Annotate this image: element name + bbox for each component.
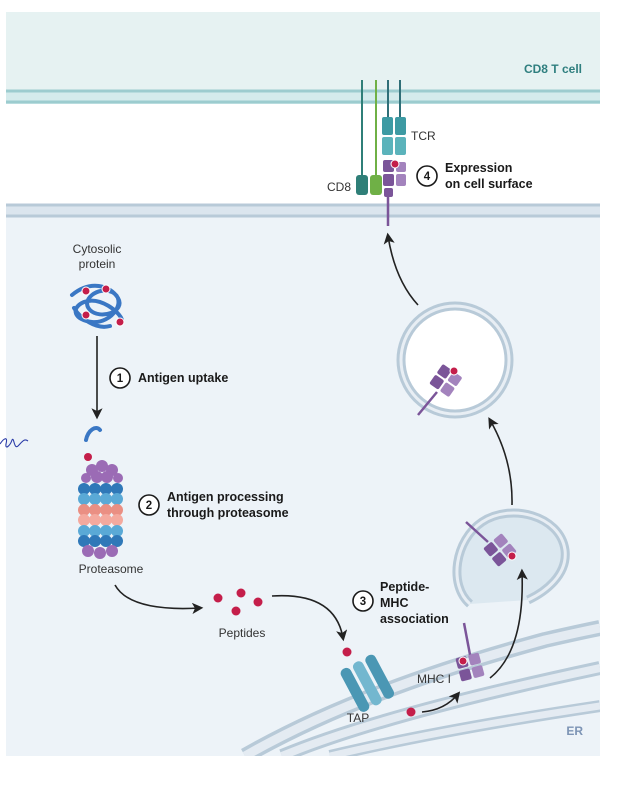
peptide-in-er <box>406 707 416 717</box>
bud-to-transport-arrow <box>488 417 513 506</box>
step-3-label-2: MHC <box>380 596 408 610</box>
t-cell-label: CD8 T cell <box>524 62 582 76</box>
er-label: ER <box>566 724 583 738</box>
t-cell-membrane <box>6 89 600 104</box>
proteasome <box>78 426 123 559</box>
step-4-label: Expression <box>445 161 512 175</box>
proteasome-label: Proteasome <box>79 562 144 576</box>
proteasome-to-peptides-arrow <box>114 584 204 615</box>
protein-peptide-markers <box>81 284 125 327</box>
t-cell-region <box>6 12 600 90</box>
step-1-badge: 1 <box>109 367 131 389</box>
tap-transporter <box>340 654 395 712</box>
step-3-label-3: association <box>380 612 449 626</box>
peptides-label: Peptides <box>219 626 266 640</box>
mhc-i-in-budding-vesicle <box>465 521 517 567</box>
step-2-number: 2 <box>146 500 152 512</box>
tap-label: TAP <box>347 711 369 725</box>
step-1-number: 1 <box>117 373 124 385</box>
cd8-green-domain <box>370 175 382 195</box>
cell-membrane <box>6 203 600 218</box>
cd8-label: CD8 <box>327 180 351 194</box>
handwritten-scribble <box>0 438 29 448</box>
mhc-i-in-er <box>455 622 485 682</box>
step-2-label-2: through proteasome <box>167 506 289 520</box>
cytosolic-protein-label-2: protein <box>79 257 116 271</box>
cytosolic-protein <box>70 283 124 329</box>
cytosolic-protein-label: Cytosolic <box>73 242 122 256</box>
vesicle-to-surface-arrow <box>383 232 419 306</box>
tcr-cd8-mhc-complex <box>356 80 406 226</box>
tcr-alpha-chain <box>382 117 393 135</box>
tcr-beta-chain <box>395 117 406 135</box>
step-3-badge: 3 <box>352 590 374 612</box>
step-3-label: Peptide- <box>380 580 429 594</box>
peptides <box>213 588 263 616</box>
mhc-i-label: MHC I <box>417 672 451 686</box>
step-2-badge: 2 <box>138 494 160 516</box>
step-3-number: 3 <box>360 596 366 608</box>
mhc-i-in-transport-vesicle <box>417 364 462 416</box>
step-4-number: 4 <box>424 171 431 183</box>
er-to-vesicle-arrow <box>489 568 528 679</box>
peptides-to-tap-arrow <box>271 594 348 642</box>
tcr-label: TCR <box>411 129 436 143</box>
cd8-teal-domain <box>356 175 368 195</box>
tap-to-mhc-arrow <box>421 691 461 713</box>
peptide-at-tap <box>342 647 352 657</box>
step-4-label-2: on cell surface <box>445 177 533 191</box>
transport-vesicle <box>396 301 514 419</box>
presenting-cell-region <box>6 210 600 756</box>
step-2-label: Antigen processing <box>167 490 284 504</box>
step-1-label: Antigen uptake <box>138 371 228 385</box>
step-4-badge: 4 <box>416 165 438 187</box>
